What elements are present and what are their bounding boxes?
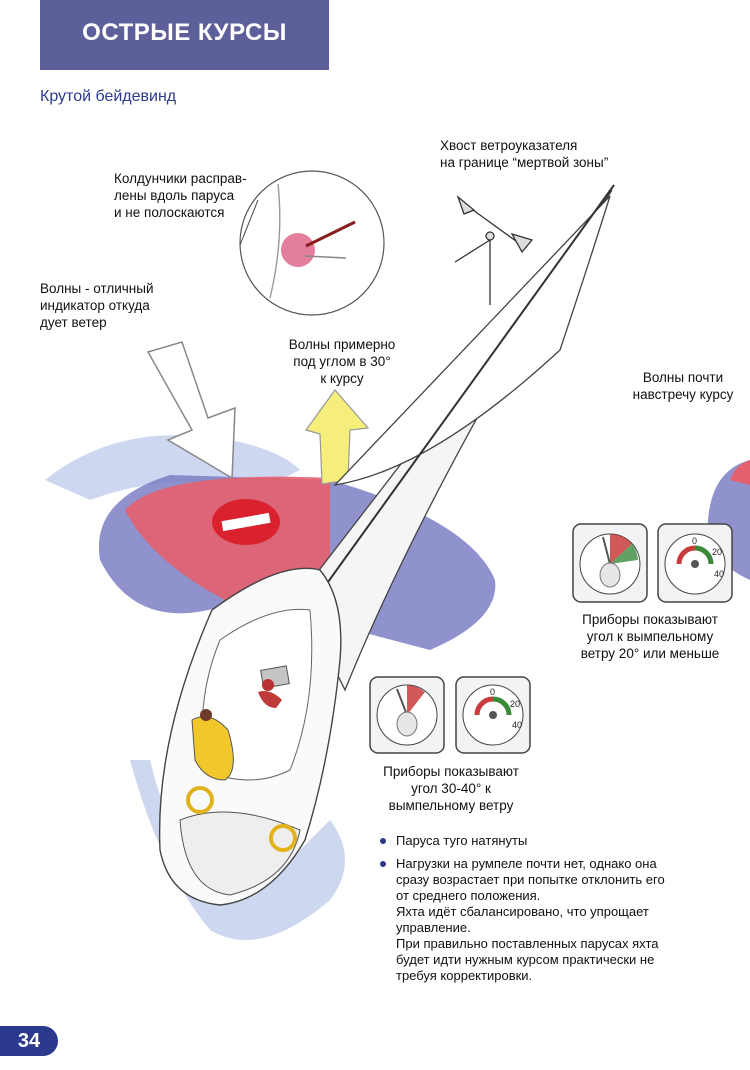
wind-vane-icon bbox=[454, 195, 534, 305]
instruments-30-40-line: вымпельному ветру bbox=[388, 798, 514, 813]
waves-indicator-line: дует ветер bbox=[40, 315, 107, 330]
instrument-panel-20 bbox=[572, 523, 733, 603]
bullet-text: управление. bbox=[396, 920, 471, 935]
dial-label-zero: 0 bbox=[692, 536, 697, 546]
waves-indicator-line: Волны - отличный bbox=[40, 281, 154, 296]
bullet-dot-icon bbox=[380, 838, 386, 844]
telltales-label: Колдунчики расправ- лены вдоль паруса и … bbox=[114, 170, 247, 221]
course-arrow-icon bbox=[305, 389, 370, 485]
instruments-30-40-line: Приборы показывают bbox=[383, 764, 519, 779]
page-number: 34 bbox=[0, 1026, 58, 1056]
instruments-20-line: ветру 20° или меньше bbox=[580, 646, 720, 661]
vane-line: на границе “мертвой зоны” bbox=[440, 155, 609, 170]
telltales-line: Колдунчики расправ- bbox=[114, 171, 247, 186]
waves-30-line: к курсу bbox=[320, 371, 364, 386]
telltales-line: и не полоскаются bbox=[114, 205, 225, 220]
waves-head-line: Волны почти bbox=[642, 370, 724, 385]
waves-30-label: Волны примерно под углом в 30° к курсу bbox=[286, 336, 398, 387]
waves-indicator-line: индикатор откуда bbox=[40, 298, 150, 313]
bullet-dot-icon bbox=[380, 861, 386, 867]
waves-head-line: навстречу курсу bbox=[632, 387, 734, 402]
page-title: ОСТРЫЕ КУРСЫ bbox=[82, 19, 287, 46]
bullet-item: Нагрузки на румпеле почти нет, однако он… bbox=[378, 856, 708, 984]
waves-indicator-label: Волны - отличный индикатор откуда дует в… bbox=[40, 280, 154, 331]
header-bar: ОСТРЫЕ КУРСЫ bbox=[40, 0, 329, 70]
bullet-text: будет идти нужным курсом практически не bbox=[396, 952, 655, 967]
instruments-20-label: Приборы показывают угол к вымпельному ве… bbox=[560, 611, 740, 662]
waves-head-label: Волны почти навстречу курсу bbox=[618, 369, 748, 403]
instrument-panel-30-40 bbox=[369, 676, 531, 754]
instruments-30-40-label: Приборы показывают угол 30-40° к вымпель… bbox=[366, 763, 536, 814]
no-entry-sign-icon bbox=[212, 499, 280, 545]
wind-arrow-icon bbox=[146, 341, 236, 480]
sail bbox=[299, 184, 615, 692]
dial-numbers: 0 20 40 0 20 40 bbox=[490, 536, 724, 730]
bullet-text: Нагрузки на румпеле почти нет, однако он… bbox=[396, 856, 657, 871]
bullet-text: сразу возрастает при попытке отклонить е… bbox=[396, 872, 665, 887]
bullet-text: от среднего положения. bbox=[396, 888, 541, 903]
bullet-text: Яхта идёт сбалансировано, что упрощает bbox=[396, 904, 649, 919]
dial-label-forty-2: 40 bbox=[512, 720, 522, 730]
vane-label: Хвост ветроуказателя на границе “мертвой… bbox=[440, 137, 608, 171]
section-subtitle: Крутой бейдевинд bbox=[40, 88, 177, 105]
right-no-go-zone bbox=[730, 460, 750, 485]
dial-label-twenty: 20 bbox=[712, 547, 722, 557]
sailor-figure bbox=[191, 679, 282, 781]
dial-label-twenty-2: 20 bbox=[510, 699, 520, 709]
instruments-20-line: Приборы показывают bbox=[582, 612, 718, 627]
yacht-hull bbox=[158, 567, 342, 906]
vane-line: Хвост ветроуказателя bbox=[440, 138, 578, 153]
telltale-detail-circle bbox=[239, 170, 385, 316]
dial-label-zero-2: 0 bbox=[490, 687, 495, 697]
bullet-list: Паруса туго натянуты Нагрузки на румпеле… bbox=[378, 833, 708, 991]
instruments-20-line: угол к вымпельному bbox=[586, 629, 714, 644]
dial-label-forty: 40 bbox=[714, 569, 724, 579]
bullet-text: требуя корректировки. bbox=[396, 968, 533, 983]
bullet-text: При правильно поставленных парусах яхта bbox=[396, 936, 659, 951]
waves-30-line: Волны примерно bbox=[288, 337, 396, 352]
telltales-line: лены вдоль паруса bbox=[114, 188, 235, 203]
waves-30-line: под углом в 30° bbox=[293, 354, 391, 369]
bullet-text: Паруса туго натянуты bbox=[396, 833, 528, 848]
bullet-item: Паруса туго натянуты bbox=[378, 833, 708, 849]
instruments-30-40-line: угол 30-40° к bbox=[411, 781, 491, 796]
